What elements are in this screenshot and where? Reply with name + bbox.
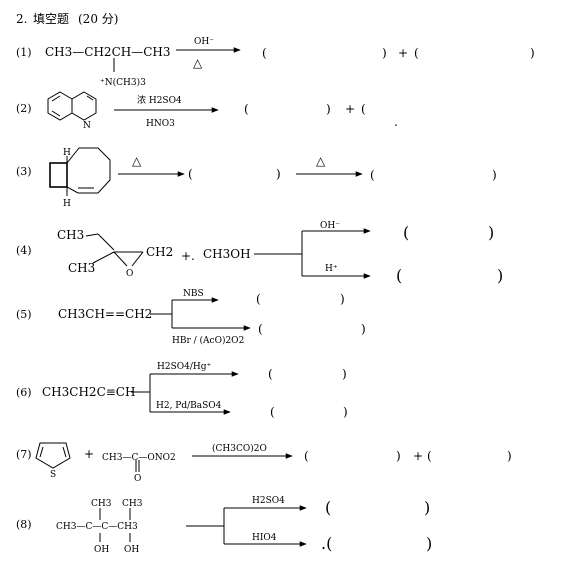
problem-8: (8) CH3—C—C—CH3 CH3 CH3 OH OH H2SO4 HIO4… bbox=[16, 496, 432, 555]
bicyclo-octene-structure-icon bbox=[49, 147, 111, 196]
plus-sign: +. bbox=[181, 249, 195, 263]
problem-number: (5) bbox=[16, 308, 32, 321]
methyl-label-1: CH3 bbox=[57, 228, 84, 242]
problem-number: (3) bbox=[16, 165, 32, 178]
nitrogen-label: N bbox=[83, 121, 91, 131]
answer-blank-open: ( bbox=[370, 168, 375, 182]
section-heading: 填空题 bbox=[33, 12, 69, 26]
quinoline-structure-icon bbox=[47, 91, 97, 121]
problem-1: (1) CH3—CH2CH—CH3 ⁺N(CH3)3 OH⁻ △ ( ) + (… bbox=[16, 37, 535, 88]
answer-blank-close: ) bbox=[342, 367, 347, 381]
reactant-formula: CH3CH==CH2 bbox=[58, 307, 152, 321]
answer-blank-dot: . bbox=[394, 115, 398, 129]
problem-number: (1) bbox=[16, 46, 32, 59]
plus-sign: + bbox=[398, 46, 408, 60]
answer-blank-open: ( bbox=[427, 449, 432, 463]
answer-blank-close: ) bbox=[426, 534, 432, 553]
branch-top-reagent: H2SO4 bbox=[252, 496, 285, 506]
sulfur-label: S bbox=[50, 470, 56, 480]
answer-blank-close: ) bbox=[507, 449, 512, 463]
branch-bottom-reagent: H⁺ bbox=[325, 264, 338, 274]
answer-blank-close: ) bbox=[326, 102, 331, 116]
heat-symbol-2: △ bbox=[316, 154, 326, 168]
branch-top-reagent: H2SO4/Hg⁺ bbox=[157, 362, 211, 372]
reagent-label: OH⁻ bbox=[194, 37, 214, 47]
hydroxyl-left: OH bbox=[94, 545, 109, 555]
answer-blank-open: ( bbox=[270, 405, 275, 419]
problem-4: (4) CH3 CH3 CH2 O +. CH3OH OH⁻ H⁺ ( ) ( … bbox=[16, 221, 503, 285]
problem-number: (7) bbox=[16, 448, 32, 461]
answer-blank-open: ( bbox=[262, 46, 267, 60]
plus-sign: + bbox=[413, 449, 423, 463]
answer-blank-open: ( bbox=[396, 266, 402, 285]
problem-number: (2) bbox=[16, 102, 32, 115]
epoxide-ring-icon bbox=[113, 251, 144, 267]
hydrogen-bottom-label: H bbox=[63, 199, 71, 209]
answer-blank-open: ( bbox=[403, 223, 409, 242]
carbonyl-oxygen: O bbox=[134, 474, 141, 484]
answer-blank-open: ( bbox=[258, 322, 263, 336]
answer-blank-close: ) bbox=[361, 322, 366, 336]
substituent-label: ⁺N(CH3)3 bbox=[100, 77, 146, 88]
problem-number: (8) bbox=[16, 518, 32, 531]
reagent-bottom: HNO3 bbox=[146, 119, 175, 129]
answer-blank-close: ) bbox=[497, 266, 503, 285]
reagent-methanol: CH3OH bbox=[203, 247, 251, 261]
answer-blank-close: ) bbox=[276, 167, 281, 181]
answer-blank-close: ) bbox=[343, 405, 348, 419]
heat-symbol: △ bbox=[132, 154, 142, 168]
answer-blank-open: ( bbox=[256, 292, 261, 306]
answer-blank-close: ) bbox=[424, 498, 430, 517]
problem-number: (4) bbox=[16, 244, 32, 257]
methylene-label: CH2 bbox=[146, 245, 173, 259]
answer-blank-open: ( bbox=[304, 449, 309, 463]
methyl-label-2: CH3 bbox=[68, 261, 95, 275]
reagent-formula: CH3—C—ONO2 bbox=[102, 453, 176, 463]
hydroxyl-right: OH bbox=[124, 545, 139, 555]
section-title: 2. 填空题 (20 分) bbox=[16, 12, 118, 26]
answer-blank-open: ( bbox=[244, 102, 249, 116]
answer-blank-open: ( bbox=[414, 46, 419, 60]
oxygen-label: O bbox=[126, 269, 133, 279]
answer-blank-close: ) bbox=[530, 46, 535, 60]
answer-blank-close: ) bbox=[396, 449, 401, 463]
reactant-formula: CH3—CH2CH—CH3 bbox=[45, 45, 171, 59]
hydrogen-top-label: H bbox=[63, 148, 71, 158]
problem-5: (5) CH3CH==CH2 NBS HBr / (AcO)2O2 ( ) ( … bbox=[16, 289, 366, 346]
heat-symbol: △ bbox=[193, 56, 203, 70]
reaction-condition: (CH3CO)2O bbox=[212, 443, 267, 454]
answer-blank-open: .( bbox=[321, 534, 332, 553]
branch-top-reagent: NBS bbox=[183, 289, 204, 299]
problem-7: (7) S + CH3—C—ONO2 O (CH3CO)2O ( ) + ( ) bbox=[16, 442, 512, 484]
answer-blank-close: ) bbox=[340, 292, 345, 306]
section-number: 2. bbox=[16, 12, 27, 26]
answer-blank-open: ( bbox=[268, 367, 273, 381]
plus-sign: + bbox=[84, 447, 94, 461]
answer-blank-open: ( bbox=[361, 102, 366, 116]
answer-blank-close: ) bbox=[488, 223, 494, 242]
answer-blank-close: ) bbox=[492, 168, 497, 182]
reactant-formula: CH3CH2C≡CH bbox=[42, 385, 135, 399]
section-points: (20 分) bbox=[78, 12, 118, 26]
plus-sign: + bbox=[345, 102, 355, 116]
methyl-top-left: CH3 bbox=[91, 499, 112, 509]
branch-bottom-reagent: HIO4 bbox=[252, 533, 277, 543]
branch-top-reagent: OH⁻ bbox=[320, 221, 340, 231]
problem-2: (2) N 浓 H2SO4 HNO3 ( ) + ( . bbox=[16, 91, 398, 131]
thiophene-structure-icon bbox=[35, 442, 71, 469]
reagent-top: 浓 H2SO4 bbox=[137, 95, 182, 106]
reactant-formula: CH3—C—C—CH3 bbox=[56, 522, 138, 532]
answer-blank-open: ( bbox=[188, 167, 193, 181]
answer-blank-close: ) bbox=[382, 46, 387, 60]
answer-blank-open: ( bbox=[325, 498, 331, 517]
problem-3: (3) H H △ ( ) △ ( ) bbox=[16, 147, 497, 209]
problem-6: (6) CH3CH2C≡CH H2SO4/Hg⁺ H2, Pd/BaSO4 ( … bbox=[16, 362, 348, 419]
branch-bottom-reagent: HBr / (AcO)2O2 bbox=[172, 335, 244, 346]
methyl-top-right: CH3 bbox=[122, 499, 143, 509]
branch-bottom-reagent: H2, Pd/BaSO4 bbox=[156, 401, 222, 411]
problem-number: (6) bbox=[16, 386, 32, 399]
